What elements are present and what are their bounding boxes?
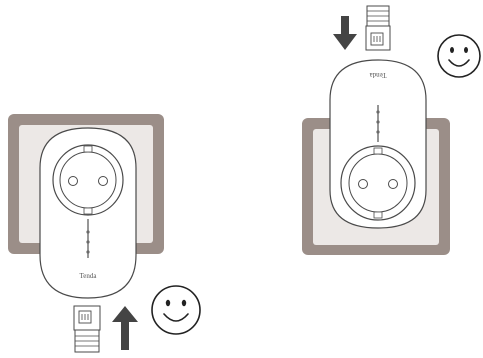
right-socket-pin-hole [358, 179, 368, 189]
arrow-up-icon [112, 306, 138, 350]
left-installation: Tenda [8, 114, 201, 353]
right-socket-clip-top [373, 147, 383, 155]
left-device-brand: Tenda [79, 272, 97, 280]
left-led-indicator [86, 230, 90, 234]
left-socket-pin-hole [98, 176, 108, 186]
left-socket-clip-bottom [83, 207, 93, 215]
arrow-down-icon [333, 16, 357, 50]
left-socket-clip-top [83, 145, 93, 153]
right-device-brand: Tenda [369, 71, 387, 79]
right-socket-pin-hole [388, 179, 398, 189]
right-led-indicator [376, 110, 380, 114]
right-led-indicator [376, 130, 380, 134]
left-smiley-face-icon [151, 285, 201, 335]
right-socket-clip-bottom [373, 211, 383, 219]
left-led-indicator [86, 250, 90, 254]
right-socket-face [348, 153, 408, 213]
right-smiley-face-icon [437, 34, 481, 78]
right-ethernet-plug-icon [365, 5, 391, 51]
right-installation: Tenda [302, 5, 481, 255]
left-led-indicator [86, 240, 90, 244]
right-led-indicator [376, 120, 380, 124]
left-socket-pin-hole [68, 176, 78, 186]
left-ethernet-plug-icon [73, 305, 101, 353]
